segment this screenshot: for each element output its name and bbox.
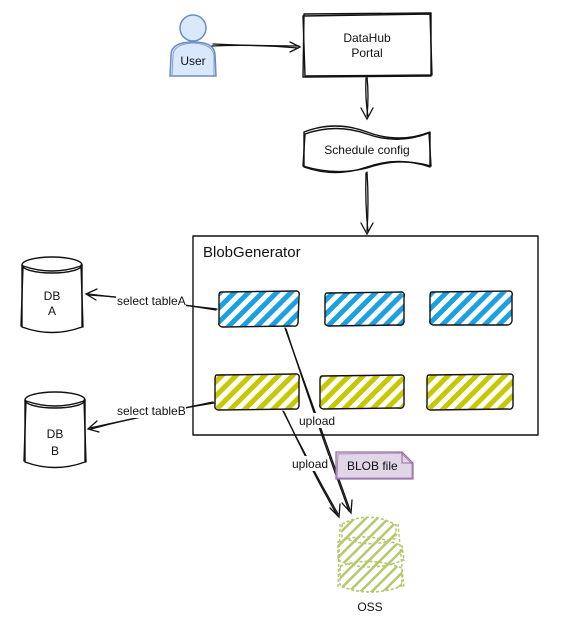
worker-b-1 [214,373,300,411]
db-a-label-line1: DB [44,289,61,303]
edge-label-select-b: select tableB [117,404,186,418]
schedule-config-label: Schedule config [324,143,409,157]
portal-label-line1: DataHub [343,31,391,45]
edge-schedule-to-generator [360,171,374,236]
database-a: DB A [20,256,84,334]
portal-box: DataHub Portal [302,12,433,78]
worker-a-1 [218,290,300,328]
worker-a-2 [324,291,405,327]
database-b: DB B [23,391,87,469]
oss-storage-icon: OSS [337,516,405,614]
schedule-config-shape: Schedule config [302,125,432,174]
blob-generator-container: BlobGenerator [192,235,539,436]
user-actor: User [169,14,217,77]
worker-a-3 [429,290,513,326]
edge-label-upload-b: upload [292,457,328,471]
blob-file-note: BLOB file [335,451,414,480]
db-b-label-line1: DB [47,427,64,441]
worker-b-2 [319,374,405,410]
blob-file-label: BLOB file [347,459,398,473]
blob-generator-title: BlobGenerator [203,244,301,261]
edge-user-to-portal [211,41,302,53]
worker-b-3 [426,373,514,411]
oss-label: OSS [357,600,382,614]
edge-label-upload-a: upload [299,414,335,428]
user-label: User [180,54,205,68]
db-a-label-line2: A [48,304,56,318]
edge-label-select-a: select tableA [117,294,186,308]
portal-label-line2: Portal [351,46,382,60]
edge-portal-to-schedule [360,76,374,121]
db-b-label-line2: B [51,444,59,458]
